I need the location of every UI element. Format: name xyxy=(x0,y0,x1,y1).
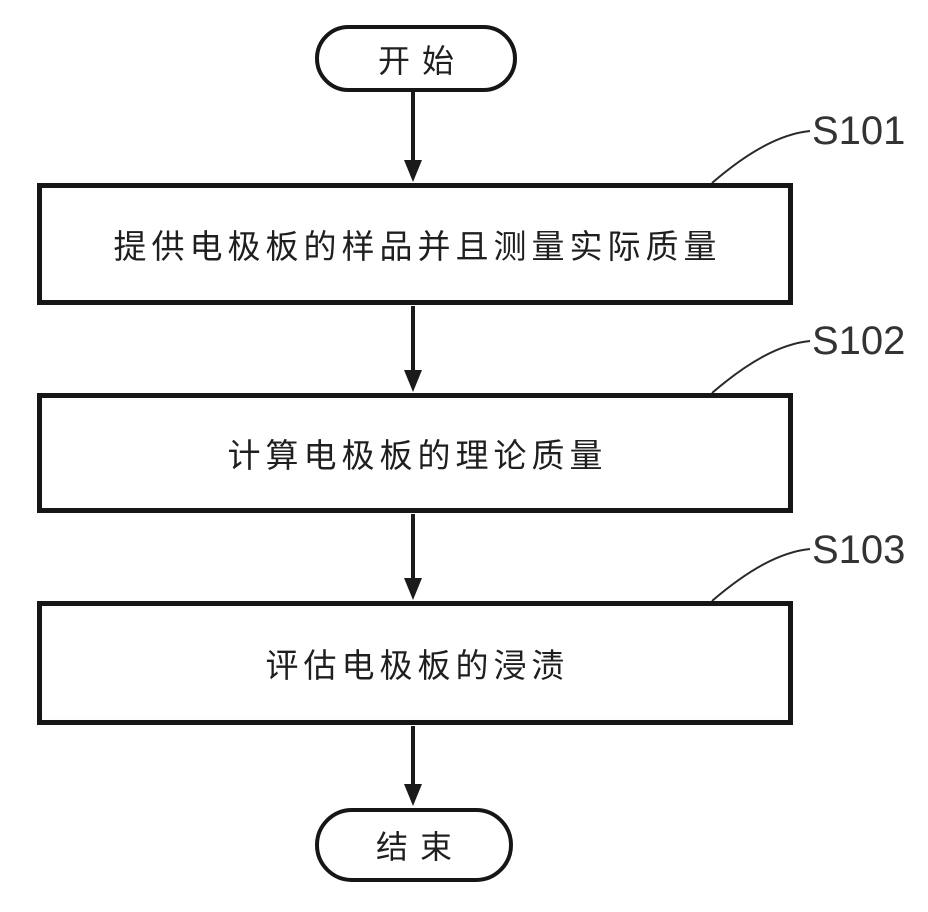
arrowhead-s102 xyxy=(404,370,422,392)
arrowhead-s101 xyxy=(404,160,422,182)
process-step-s101: 提供电极板的样品并且测量实际质量 xyxy=(37,183,793,305)
process-step-s103-text: 评估电极板的浸渍 xyxy=(265,649,570,685)
leader-line-s103 xyxy=(711,548,811,602)
step-label-s103: S103 xyxy=(812,528,906,572)
end-terminal: 结束 xyxy=(315,808,513,882)
arrowhead-end xyxy=(404,784,422,806)
process-step-s101-text: 提供电极板的样品并且测量实际质量 xyxy=(113,230,722,266)
leader-line-s102 xyxy=(711,340,811,394)
step-label-s101: S101 xyxy=(812,109,906,153)
step-label-s102: S102 xyxy=(812,319,906,363)
arrowhead-s103 xyxy=(404,578,422,600)
process-step-s102-text: 计算电极板的理论质量 xyxy=(227,439,608,475)
start-terminal-label: 开始 xyxy=(377,42,466,79)
process-step-s102: 计算电极板的理论质量 xyxy=(37,393,793,513)
start-terminal: 开始 xyxy=(315,25,517,92)
process-step-s103: 评估电极板的浸渍 xyxy=(37,601,793,725)
end-terminal-label: 结束 xyxy=(375,829,464,865)
leader-line-s101 xyxy=(711,130,811,184)
